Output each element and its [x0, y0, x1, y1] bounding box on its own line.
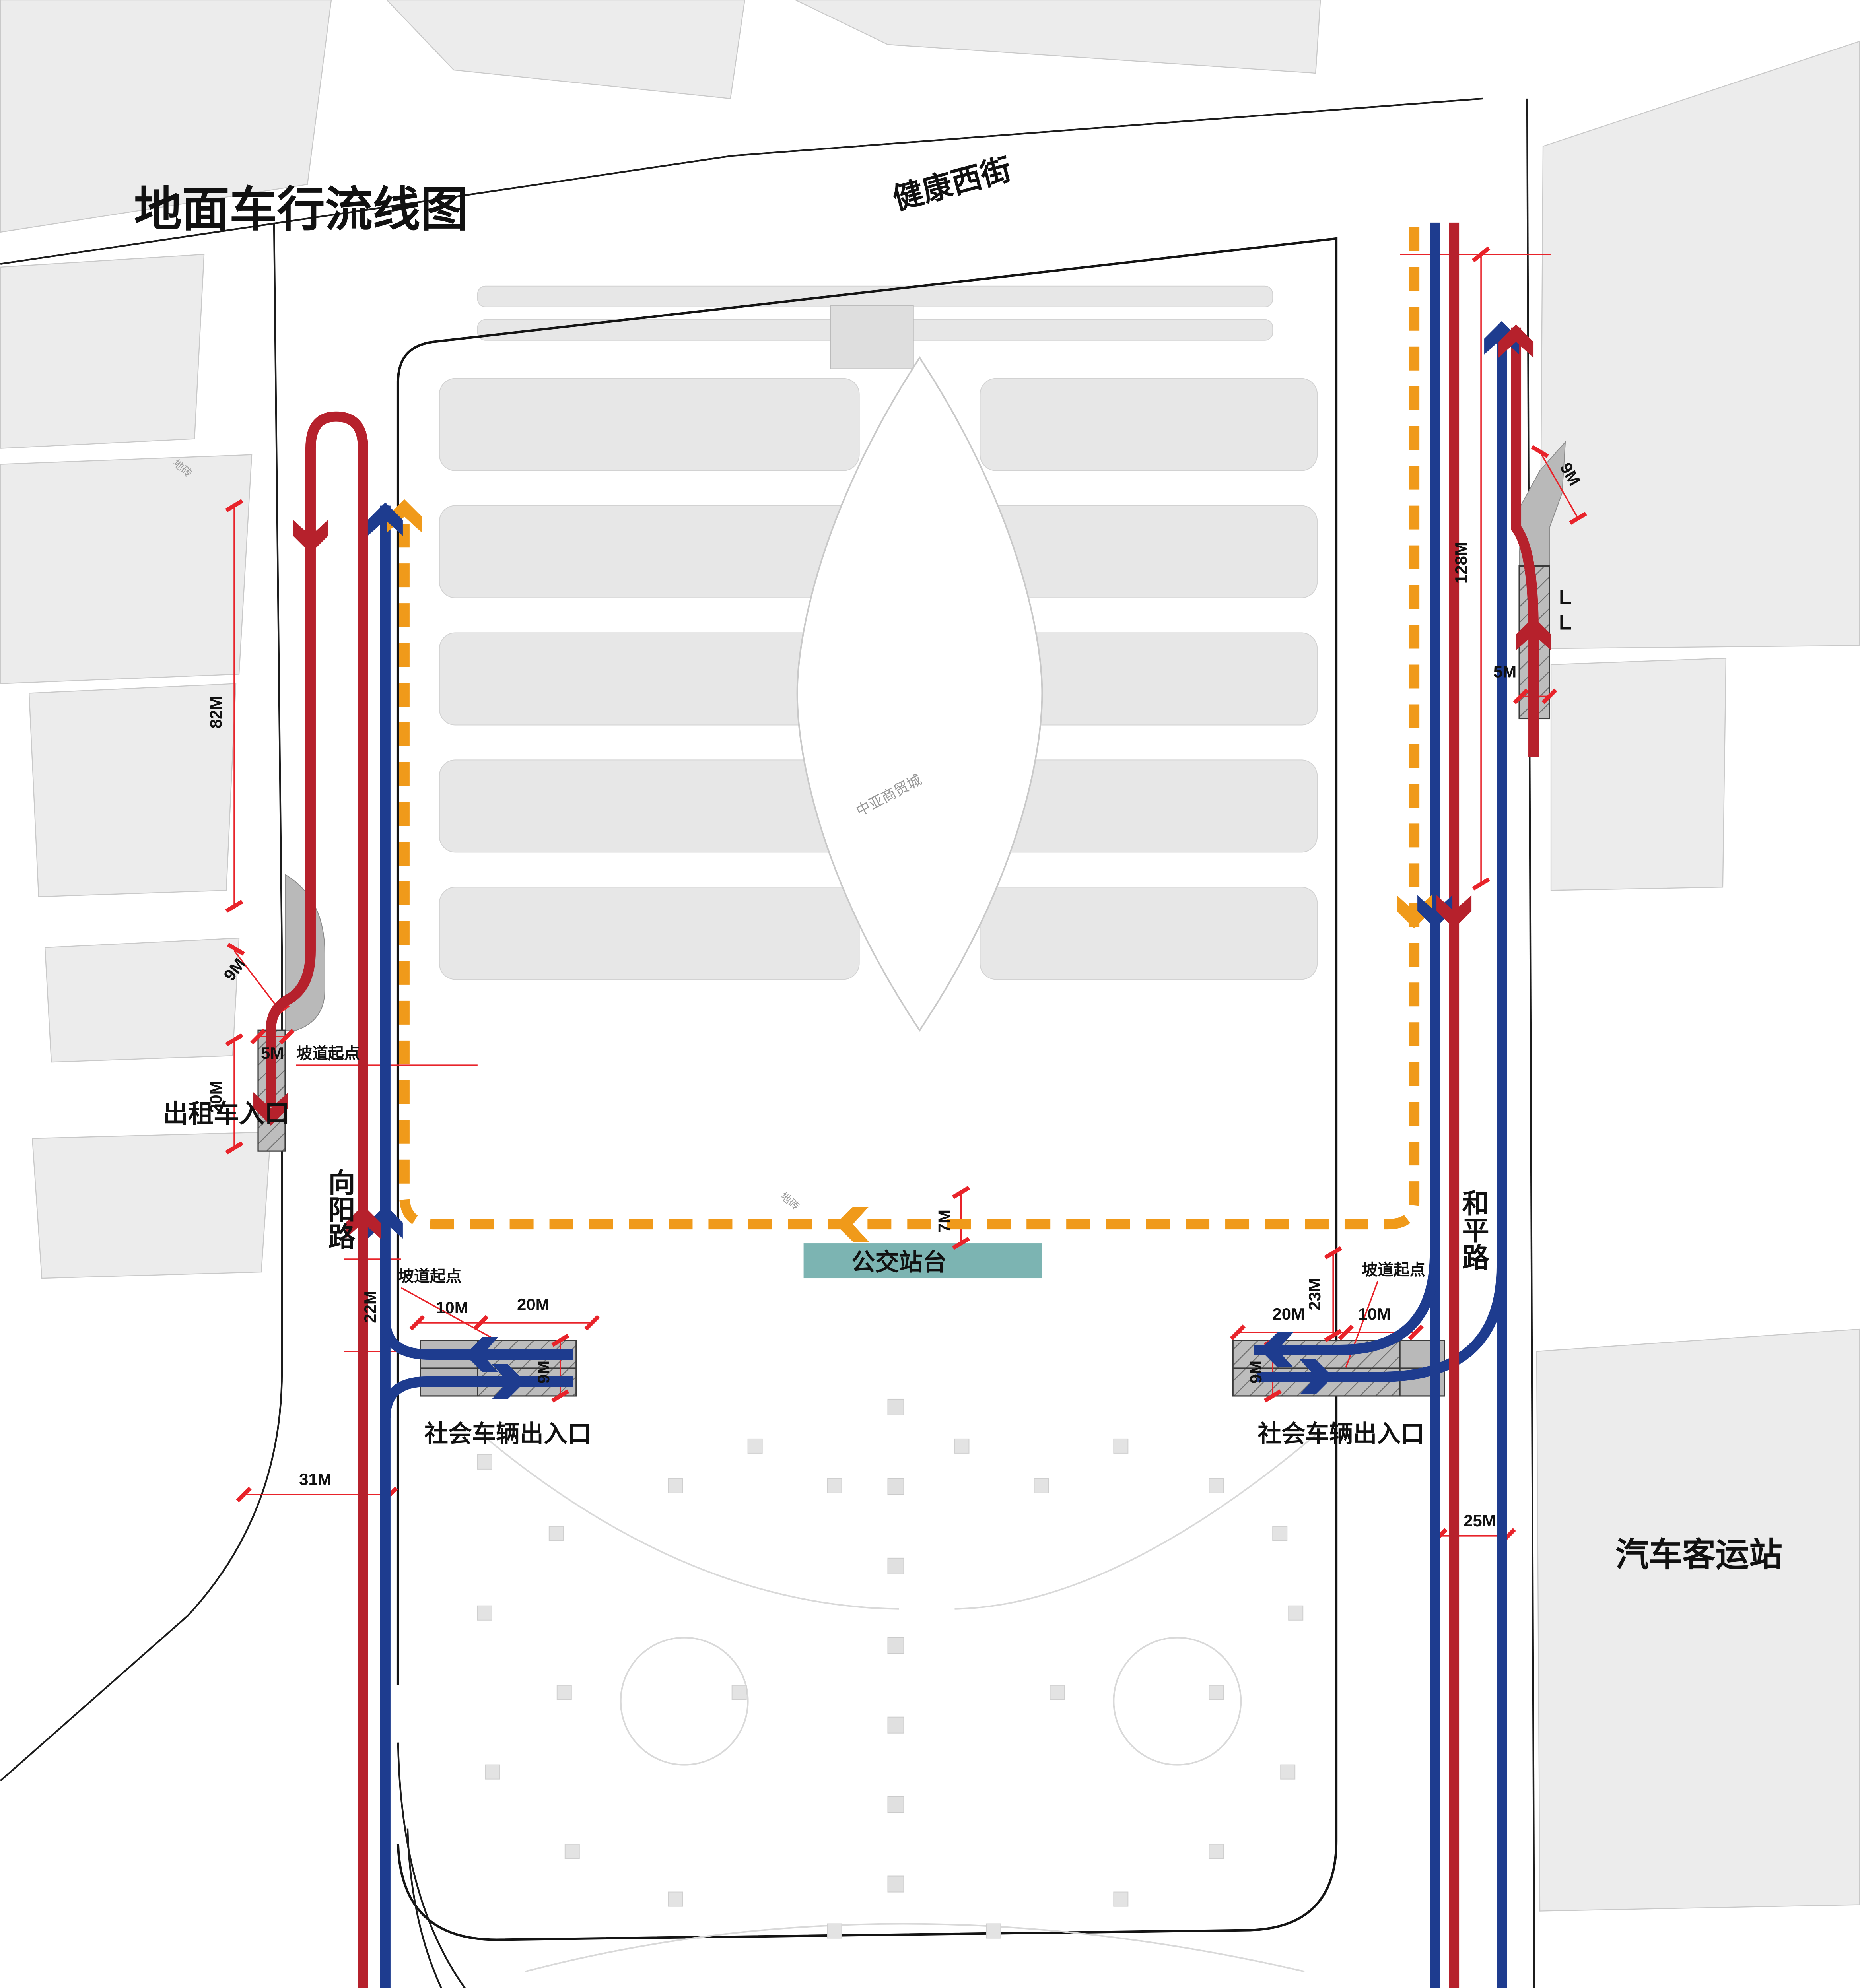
plaza-trees — [477, 1438, 1304, 1939]
dim-20m-west: 20M — [517, 1295, 550, 1314]
dim-20m-east: 20M — [1272, 1305, 1305, 1323]
dim-9m-west: 9M — [534, 1361, 553, 1384]
plaza-ring-west — [620, 1637, 749, 1766]
block-bus-terminal — [1536, 1328, 1860, 1912]
taxi-entrance-label: 出租车入口 — [163, 1099, 290, 1128]
north-street-upper-edge — [0, 97, 1483, 265]
site-boundary — [396, 237, 1338, 1941]
bus-platform-label: 公交站台 — [851, 1249, 947, 1276]
entry-canopy — [830, 305, 914, 369]
bus-terminal-label: 汽车客运站 — [1615, 1536, 1782, 1573]
platform-strip-1 — [477, 285, 1273, 307]
site-building — [396, 237, 1338, 1988]
dim-7m-bus: 7M — [935, 1209, 953, 1233]
social-flow-lines — [380, 222, 1507, 1988]
dim-128m: 128M — [1452, 542, 1470, 584]
ramp-mark: L — [1559, 612, 1572, 635]
taxi-ramp-driveway-west — [284, 874, 325, 1031]
dim-5m-east: 5M — [1493, 662, 1516, 681]
ramp-start-east-label: 坡道起点 — [1362, 1261, 1425, 1279]
page-title: 地面车行流线图 — [134, 183, 468, 236]
street-label-west: 向阳路 — [324, 1169, 355, 1250]
dim-22m: 22M — [361, 1291, 379, 1323]
social-entrance-west-label: 社会车辆出入口 — [424, 1421, 591, 1447]
block-top-mid-2 — [795, 0, 1321, 74]
block-left-5 — [31, 1131, 272, 1279]
stall-row — [439, 505, 860, 598]
dropoff-road-south-edge — [406, 1828, 443, 1988]
dim-23m-east: 23M — [1305, 1278, 1324, 1310]
tile-note: 地砖 — [778, 1190, 802, 1212]
block-left-4 — [44, 938, 240, 1063]
social-route-east-entry — [1254, 1253, 1440, 1355]
taxi-route-main — [266, 222, 1460, 1988]
social-entrance-east-label: 社会车辆出入口 — [1257, 1421, 1425, 1447]
dim-25m: 25M — [1464, 1511, 1496, 1530]
plaza-path — [525, 1923, 1305, 1972]
taxi-ramp-driveway-east — [1519, 441, 1566, 567]
social-route-west-entry — [380, 1376, 573, 1419]
block-top-mid-1 — [386, 0, 745, 99]
xiangyang-road-west-edge — [0, 222, 283, 1782]
dim-20m-taxi: 20M — [206, 1081, 225, 1113]
stall-row — [439, 759, 860, 853]
block-left-1 — [0, 254, 205, 449]
dimension-texts: 82M 9M 5M 20M 22M 31M 10M 20M 9M 7M 23M … — [206, 459, 1584, 1530]
bus-platform-bar — [803, 1243, 1042, 1279]
block-right-small — [1550, 658, 1727, 891]
stall-row — [980, 378, 1318, 471]
stall-row — [439, 632, 860, 726]
stall-row — [439, 378, 860, 471]
block-top-right — [1539, 41, 1860, 649]
plaza-path — [477, 1430, 899, 1610]
axis-paving — [887, 1398, 904, 1893]
heping-road-east-edge — [1526, 98, 1535, 1988]
atrium-lens — [796, 356, 1043, 1032]
bus-flow-lines — [399, 227, 1420, 1230]
ramp-start-west-label: 坡道起点 — [398, 1268, 462, 1285]
ramp-start-taxi-label: 坡道起点 — [296, 1045, 360, 1062]
block-left-2 — [0, 454, 253, 684]
stall-row — [980, 505, 1318, 598]
street-label-east: 和平路 — [1458, 1189, 1489, 1270]
stall-row — [980, 887, 1318, 980]
block-left-3 — [28, 683, 237, 897]
dim-82m: 82M — [206, 696, 225, 729]
bus-arrow-west — [835, 1207, 869, 1242]
block-top-left — [0, 0, 332, 233]
dim-31m: 31M — [299, 1470, 332, 1489]
ramp-mark: L — [1559, 586, 1572, 609]
plaza-ring-east — [1113, 1637, 1242, 1766]
dim-10m-west: 10M — [436, 1298, 468, 1317]
plaza-path — [954, 1430, 1321, 1610]
bus-route — [399, 227, 1420, 1230]
dim-9m-east: 9M — [1246, 1361, 1265, 1384]
social-route-west-exit — [380, 1319, 573, 1360]
dim-5m-taxi: 5M — [261, 1044, 284, 1062]
stall-row — [439, 887, 860, 980]
street-label-north: 健康西街 — [889, 152, 1015, 216]
plaza-decor — [477, 1398, 1321, 1972]
dim-10m-east: 10M — [1358, 1305, 1391, 1323]
